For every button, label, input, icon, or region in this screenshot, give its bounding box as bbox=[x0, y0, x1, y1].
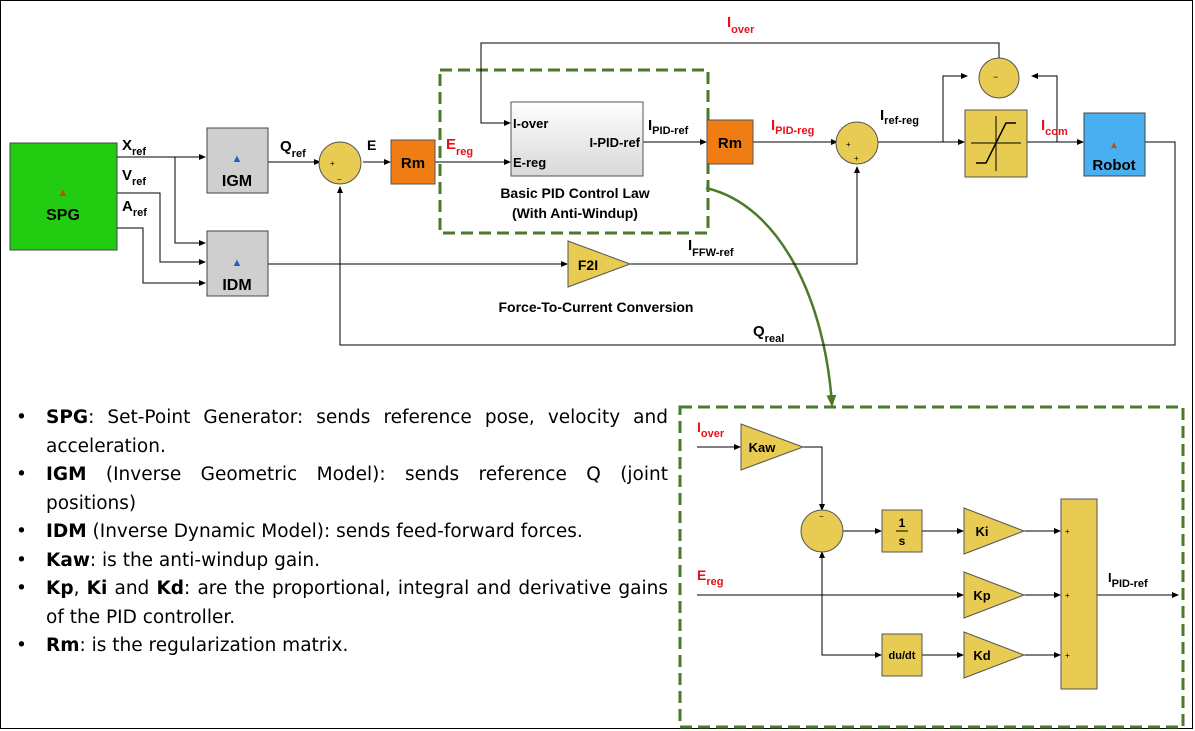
matlab-icon: ▲ bbox=[1109, 140, 1119, 151]
signal-i-pid-ref: IPID-ref bbox=[648, 117, 689, 137]
legend-notes: •SPG: Set-Point Generator: sends referen… bbox=[8, 404, 668, 661]
signal-i-pid-reg: IPID-reg bbox=[771, 117, 814, 137]
idm-block: ▲ IDM bbox=[206, 230, 269, 297]
note-spg: •SPG: Set-Point Generator: sends referen… bbox=[16, 407, 668, 457]
svg-text:du/dt: du/dt bbox=[889, 650, 916, 662]
svg-text:F2I: F2I bbox=[578, 257, 598, 273]
zoom-connector-arrow bbox=[705, 186, 837, 407]
signal-a-ref: Aref bbox=[122, 198, 147, 219]
pid-controller-block: I-over E-reg I-PID-ref bbox=[510, 101, 644, 177]
f2i-caption: Force-To-Current Conversion bbox=[499, 299, 694, 315]
svg-text:+: + bbox=[1065, 651, 1070, 660]
integrator-block: 1 s bbox=[881, 509, 923, 553]
pid-caption-line2: (With Anti-Windup) bbox=[512, 205, 638, 221]
svg-text:Rm: Rm bbox=[718, 135, 742, 152]
note-igm: •IGM (Inverse Geometric Model): sends re… bbox=[16, 464, 668, 514]
svg-text:Rm: Rm bbox=[401, 155, 425, 172]
matlab-icon: ▲ bbox=[232, 257, 243, 269]
svg-text:+: + bbox=[1065, 527, 1070, 536]
signal-x-ref: Xref bbox=[122, 137, 146, 158]
sum-junction-current: + + bbox=[835, 121, 879, 165]
pid-caption-line1: Basic PID Control Law bbox=[500, 185, 649, 201]
note-idm: •IDM (Inverse Dynamic Model): sends feed… bbox=[16, 521, 583, 542]
svg-text:+: + bbox=[330, 159, 335, 168]
detail-signal-i-pid-ref: IPID-ref bbox=[1108, 570, 1148, 590]
pid-detail-dashed-box bbox=[678, 405, 1185, 729]
saturation-block bbox=[964, 109, 1028, 178]
idm-label: IDM bbox=[222, 277, 251, 294]
pid-port-out: I-PID-ref bbox=[589, 135, 640, 150]
ki-gain-block: Ki bbox=[963, 507, 1026, 555]
svg-text:−: − bbox=[337, 175, 342, 184]
derivative-block: du/dt bbox=[881, 633, 923, 677]
signal-wires bbox=[117, 42, 1176, 346]
svg-text:+: + bbox=[1065, 591, 1070, 600]
sum-junction-error: + − bbox=[318, 141, 362, 185]
note-kaw: •Kaw: is the anti-windup gain. bbox=[16, 549, 320, 571]
signal-i-over: Iover bbox=[727, 14, 755, 36]
svg-text:−: − bbox=[819, 512, 824, 521]
kd-gain-block: Kd bbox=[963, 631, 1026, 679]
signal-q-ref: Qref bbox=[280, 138, 306, 160]
spg-label: SPG bbox=[46, 207, 80, 224]
svg-text:Kaw: Kaw bbox=[749, 440, 777, 455]
svg-text:−: − bbox=[993, 72, 998, 82]
rm-block-1: Rm bbox=[390, 139, 436, 185]
detail-signal-i-over: Iover bbox=[697, 419, 725, 440]
rm-block-2: Rm bbox=[706, 119, 754, 165]
svg-text:+: + bbox=[846, 140, 851, 149]
signal-v-ref: Vref bbox=[122, 167, 146, 188]
signal-e: E bbox=[367, 137, 376, 153]
signal-i-com: Icom bbox=[1041, 117, 1068, 138]
svg-text:1: 1 bbox=[899, 516, 906, 530]
note-pid-gains: •Kp, Ki and Kd: are the proportional, in… bbox=[16, 578, 668, 628]
spg-block: ▲ SPG bbox=[9, 142, 118, 251]
matlab-icon: ▲ bbox=[232, 153, 243, 165]
f2i-gain-block: F2I bbox=[567, 240, 632, 288]
robot-block: ▲ Robot bbox=[1083, 112, 1146, 177]
robot-label: Robot bbox=[1092, 157, 1135, 174]
pid-port-e-reg: E-reg bbox=[513, 155, 546, 170]
svg-text:s: s bbox=[899, 534, 906, 548]
matlab-icon: ▲ bbox=[58, 187, 69, 199]
detail-signal-e-reg: Ereg bbox=[697, 567, 723, 588]
svg-text:+: + bbox=[854, 154, 859, 163]
note-rm: •Rm: is the regularization matrix. bbox=[16, 635, 349, 656]
output-sum-block: + + + bbox=[1060, 498, 1098, 690]
pid-port-i-over: I-over bbox=[513, 116, 548, 131]
sum-junction-over: − bbox=[978, 57, 1020, 99]
signal-q-real: Qreal bbox=[753, 323, 784, 345]
detail-sum-junction: − bbox=[800, 509, 844, 553]
signal-i-ref-reg: Iref-reg bbox=[880, 107, 919, 127]
pid-detail-wires bbox=[697, 444, 1179, 658]
svg-text:Kp: Kp bbox=[973, 588, 990, 603]
svg-text:Ki: Ki bbox=[976, 524, 989, 539]
svg-text:Kd: Kd bbox=[973, 648, 990, 663]
igm-label: IGM bbox=[222, 173, 252, 190]
kaw-gain-block: Kaw bbox=[740, 423, 805, 471]
kp-gain-block: Kp bbox=[963, 571, 1026, 619]
igm-block: ▲ IGM bbox=[206, 127, 269, 194]
signal-i-ffw-ref: IFFW-ref bbox=[688, 237, 734, 259]
signal-e-reg: Ereg bbox=[446, 136, 473, 158]
